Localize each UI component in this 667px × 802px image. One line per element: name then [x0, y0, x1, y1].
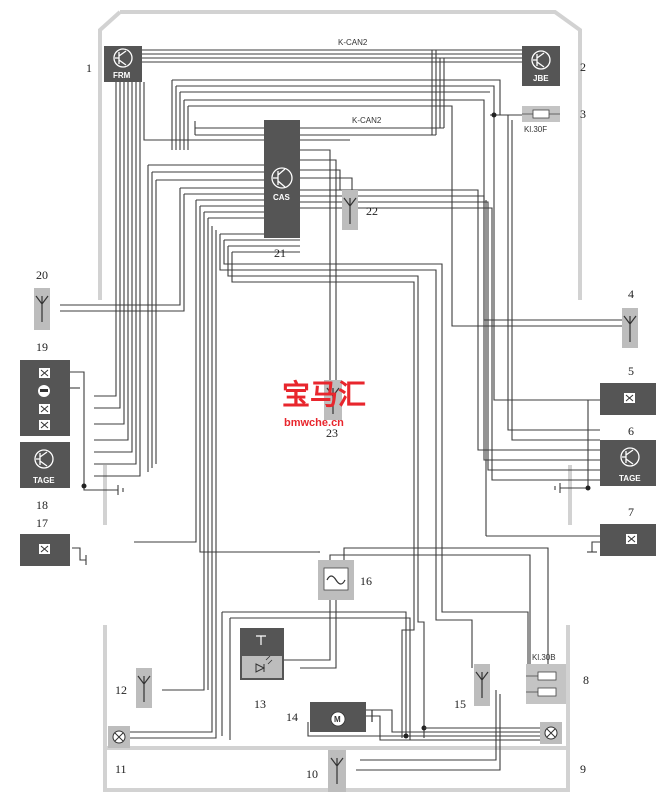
fuse-kl30b-label: Kl.30B — [532, 653, 556, 662]
number-12: 12 — [115, 683, 127, 697]
kcan-top-label: K-CAN2 — [338, 38, 368, 47]
switch-icon — [40, 545, 49, 553]
antenna-10 — [328, 750, 346, 792]
module-cas[interactable]: CAS — [264, 120, 300, 238]
led-icon — [255, 663, 266, 673]
antenna-22 — [342, 190, 358, 230]
wiring-harness — [60, 49, 622, 771]
kcan-mid-label: K-CAN2 — [352, 116, 382, 125]
led-unit-13[interactable] — [240, 628, 284, 680]
antenna-icon — [330, 757, 344, 784]
module-frm[interactable]: FRM — [104, 46, 142, 82]
transistor-icon — [34, 449, 54, 469]
antenna-icon — [343, 197, 357, 224]
antenna-12 — [136, 668, 152, 708]
antenna-23 — [324, 380, 342, 420]
tage-left-label: TAGE — [33, 476, 55, 485]
switch-icon — [627, 535, 636, 543]
fuse-kl30f-label: Kl.30F — [524, 125, 547, 134]
switch-17[interactable] — [20, 534, 70, 566]
number-5: 5 — [628, 364, 634, 378]
tage-right-label: TAGE — [619, 474, 641, 483]
watermark-brand: 宝马汇 — [282, 378, 366, 411]
jbe-label: JBE — [533, 74, 549, 83]
number-19: 19 — [36, 340, 48, 354]
motor-14[interactable]: M — [310, 702, 373, 732]
number-15: 15 — [454, 697, 466, 711]
number-1: 1 — [86, 61, 92, 75]
antenna-icon — [475, 671, 489, 698]
number-7: 7 — [628, 505, 634, 519]
module-tage-right[interactable]: TAGE — [600, 440, 656, 486]
cas-label: CAS — [273, 193, 291, 202]
module-jbe[interactable]: JBE — [522, 46, 560, 86]
number-22: 22 — [366, 204, 378, 218]
frm-label: FRM — [113, 71, 131, 80]
number-17: 17 — [36, 516, 48, 530]
number-8: 8 — [583, 673, 589, 687]
svg-text:M: M — [334, 715, 341, 724]
button-icon — [256, 635, 266, 645]
number-16: 16 — [360, 574, 372, 588]
number-18: 18 — [36, 498, 48, 512]
antenna-15 — [474, 664, 490, 706]
antenna-icon — [326, 387, 340, 414]
switch-icon — [40, 369, 49, 377]
transistor-icon — [113, 48, 133, 68]
antenna-icon — [35, 295, 49, 322]
number-4: 4 — [628, 287, 634, 301]
switch-icon — [625, 394, 634, 402]
sine-wave-icon — [326, 575, 346, 585]
switch-block-19[interactable] — [20, 360, 70, 436]
number-11: 11 — [115, 762, 127, 776]
switch-7[interactable] — [600, 524, 656, 556]
number-6: 6 — [628, 424, 634, 438]
number-23: 23 — [326, 426, 338, 440]
component-numbers: 1 2 3 4 5 6 7 8 9 10 11 12 13 14 15 16 1… — [36, 60, 634, 781]
switch-icon — [40, 421, 49, 429]
antenna-icon — [137, 675, 151, 702]
transistor-icon — [271, 167, 293, 189]
watermark: 宝马汇 bmwche.cn — [282, 378, 366, 429]
number-14: 14 — [286, 710, 298, 724]
switch-icon — [40, 405, 49, 413]
antenna-20 — [34, 288, 50, 330]
lamp-11 — [108, 726, 130, 748]
number-13: 13 — [254, 697, 266, 711]
number-21: 21 — [274, 246, 286, 260]
fuse-kl30f[interactable]: Kl.30F — [522, 106, 560, 134]
lamp-9 — [540, 722, 562, 744]
switch-5[interactable] — [600, 383, 656, 415]
number-3: 3 — [580, 107, 586, 121]
number-2: 2 — [580, 60, 586, 74]
module-16[interactable] — [318, 560, 354, 600]
fuse-block-kl30b[interactable]: Kl.30B — [526, 653, 566, 704]
motor-icon — [330, 711, 346, 727]
antenna-icon — [623, 315, 637, 342]
number-9: 9 — [580, 762, 586, 776]
transistor-icon — [531, 50, 551, 70]
number-10: 10 — [306, 767, 318, 781]
number-20: 20 — [36, 268, 48, 282]
module-tage-left[interactable]: TAGE — [20, 442, 70, 488]
watermark-site: bmwche.cn — [284, 417, 344, 429]
antenna-4 — [622, 308, 638, 348]
transistor-icon — [620, 447, 640, 467]
